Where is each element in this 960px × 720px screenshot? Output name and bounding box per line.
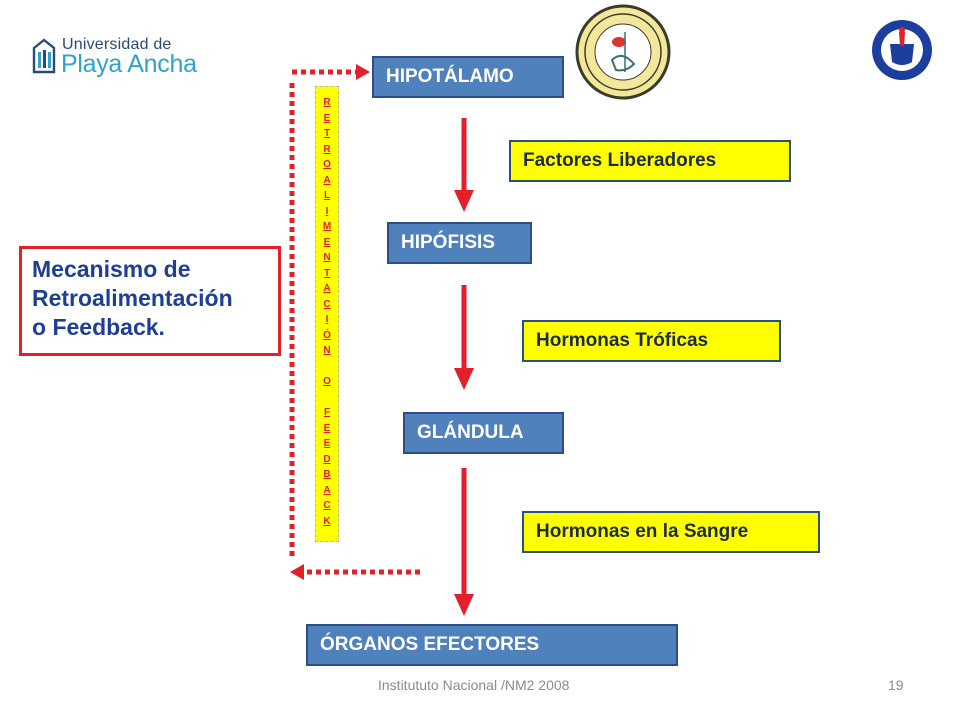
arrowhead-1 [454, 190, 474, 212]
feedback-letter: N [323, 345, 331, 356]
feedback-letter: O [323, 159, 331, 170]
box-hormonas-sangre: Hormonas en la Sangre [522, 511, 820, 553]
torch-seal-icon [872, 20, 932, 80]
feedback-arrowhead-right [356, 64, 370, 80]
box-hipotalamo: HIPOTÁLAMO [372, 56, 564, 98]
title-line-2: Retroalimentación [32, 285, 233, 311]
title-box: Mecanismo de Retroalimentación o Feedbac… [19, 246, 281, 356]
feedback-letter: R [323, 97, 331, 108]
feedback-letter: E [323, 422, 331, 434]
institutional-seal [562, 0, 684, 110]
feedback-letter: F [323, 407, 331, 418]
title-line-1: Mecanismo de [32, 256, 191, 282]
box-hipofisis: HIPÓFISIS [387, 222, 532, 264]
feedback-letter: E [323, 236, 331, 248]
feedback-letter: A [323, 484, 331, 496]
feedback-letter: T [323, 128, 331, 139]
feedback-letter: K [323, 515, 331, 527]
feedback-letter: N [323, 252, 331, 263]
feedback-letter: T [323, 267, 331, 279]
feedback-letter: A [323, 174, 331, 186]
feedback-letter: Ó [323, 329, 331, 341]
box-glandula: GLÁNDULA [403, 412, 564, 454]
logo-line-1: Universidad de [62, 36, 172, 53]
feedback-letter: I [325, 205, 329, 217]
box-hormonas-troficas: Hormonas Tróficas [522, 320, 781, 362]
feedback-letter: C [323, 500, 331, 511]
logo-line-2: Playa Ancha [61, 50, 197, 78]
box-factores-liberadores: Factores Liberadores [509, 140, 791, 182]
feedback-letter: L [323, 190, 331, 201]
box-organos-efectores: ÓRGANOS EFECTORES [306, 624, 678, 666]
arrowhead-2 [454, 368, 474, 390]
feedback-letter: C [323, 298, 331, 310]
feedback-letter: M [322, 221, 332, 232]
feedback-letter: E [323, 438, 331, 449]
page-number: 19 [888, 677, 904, 693]
school-seal [870, 18, 934, 82]
university-logo: Universidad de Playa Ancha [32, 36, 197, 80]
feedback-letter [326, 390, 329, 406]
feedback-letter: D [323, 453, 331, 465]
arrowhead-3 [454, 594, 474, 616]
feedback-letter: O [323, 376, 331, 387]
feedback-letter: E [323, 112, 331, 124]
title-line-3: o Feedback. [32, 314, 165, 340]
feedback-letter: I [325, 314, 329, 325]
university-emblem-icon [32, 38, 56, 74]
feedback-arrowhead-left [290, 564, 304, 580]
feedback-letter: R [323, 143, 331, 155]
feedback-letter: A [323, 283, 331, 294]
seal-emblem-icon [575, 4, 671, 100]
feedback-letter [326, 359, 329, 375]
feedback-letter: B [323, 469, 331, 480]
footer-text: Institututo Nacional /NM2 2008 [378, 677, 570, 693]
